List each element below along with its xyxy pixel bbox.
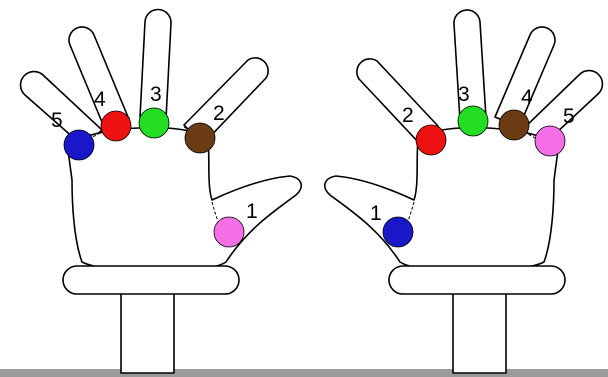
right-finger-3-dot [458, 106, 488, 136]
left-finger-3-dot [139, 108, 169, 138]
right-stand-post [453, 293, 506, 373]
left-finger-2-dot [185, 123, 215, 153]
right-finger-5-dot [535, 126, 565, 156]
left-finger-2-label: 2 [213, 102, 225, 125]
left-finger-3-label: 3 [150, 83, 162, 106]
right-finger-2-dot [416, 125, 446, 155]
left-stand-post [121, 293, 174, 373]
right-finger-4-dot [499, 110, 529, 140]
right-stand-base [389, 266, 565, 294]
left-finger-4-dot [101, 111, 131, 141]
right-finger-3-label: 3 [458, 83, 470, 106]
right-finger-1-label: 1 [370, 202, 382, 225]
left-palm [68, 128, 301, 272]
left-stand-base [63, 266, 239, 294]
right-finger-5-label: 5 [563, 105, 575, 128]
left-finger-4-label: 4 [94, 88, 106, 111]
right-finger-1-dot [383, 217, 413, 247]
left-finger-5-label: 5 [51, 109, 63, 132]
floor [0, 369, 608, 377]
left-hand: 5 4 3 2 1 [21, 10, 302, 373]
left-finger-5-dot [64, 130, 94, 160]
left-finger-1-label: 1 [246, 200, 258, 223]
right-finger-4-label: 4 [521, 86, 533, 109]
right-finger-2-label: 2 [402, 104, 414, 127]
right-hand: 1 2 3 4 5 [325, 10, 603, 373]
left-finger-1-dot [214, 217, 244, 247]
